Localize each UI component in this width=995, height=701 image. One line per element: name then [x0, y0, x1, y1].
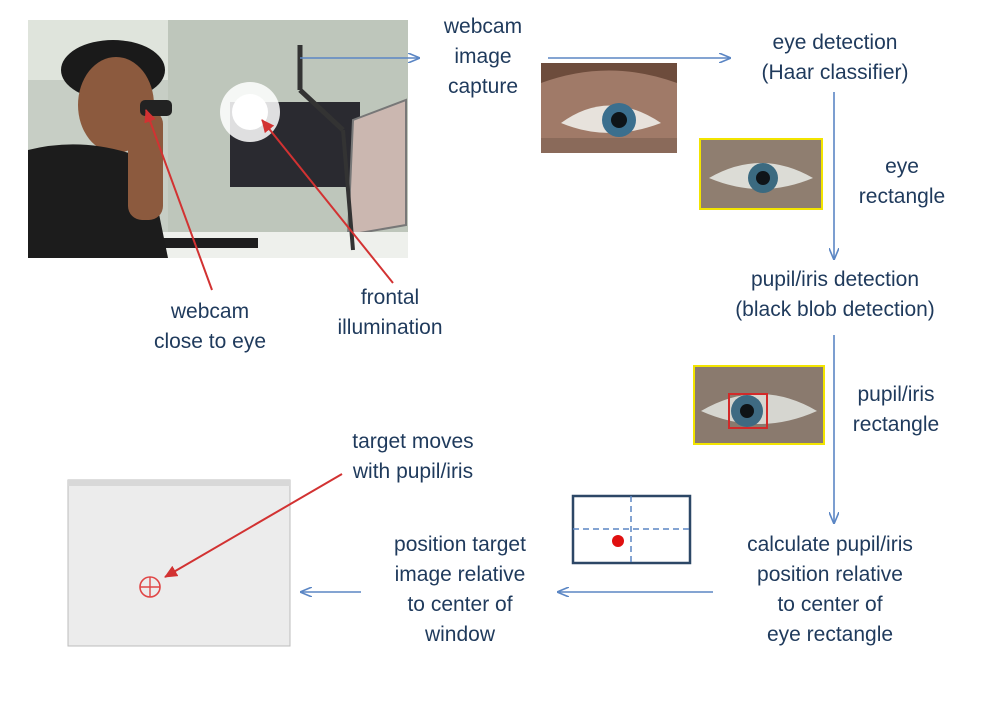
- calculate-position-label: calculate pupil/iris position relative t…: [747, 533, 913, 646]
- target-window: [67, 479, 291, 647]
- eye-rect-illustration: [701, 140, 821, 208]
- arrow-illumination-annotation: [261, 119, 394, 284]
- webcam-capture-label: webcam image capture: [443, 15, 523, 98]
- target-moves-label: target moves with pupil/iris: [352, 430, 474, 483]
- pupil-detection-label: pupil/iris detection (black blob detecti…: [735, 268, 935, 321]
- lab-setup-photo: [28, 20, 408, 258]
- webcam-close-label: webcam close to eye: [153, 300, 267, 353]
- eye-rectangle-photo: [699, 138, 823, 210]
- lab-photo-illustration: [28, 20, 408, 258]
- eye-center-diagram: [571, 494, 692, 565]
- crosshair-icon: [139, 576, 161, 598]
- webcam-eye-photo: [541, 63, 677, 153]
- pupil-rect-illustration: [695, 367, 823, 443]
- arrow-webcam-annotation: [144, 109, 213, 291]
- pupil-dot-icon: [612, 535, 624, 547]
- pupil-rectangle-label: pupil/iris rectangle: [852, 383, 940, 436]
- frontal-illumination-label: frontal illumination: [337, 286, 443, 339]
- eye-photo-illustration: [541, 63, 677, 153]
- position-target-label: position target image relative to center…: [394, 533, 526, 646]
- pupil-rectangle-photo: [693, 365, 825, 445]
- eye-detection-label: eye detection (Haar classifier): [761, 31, 909, 84]
- eye-rectangle-label: eye rectangle: [858, 155, 946, 208]
- arrow-target-annotation: [164, 473, 343, 578]
